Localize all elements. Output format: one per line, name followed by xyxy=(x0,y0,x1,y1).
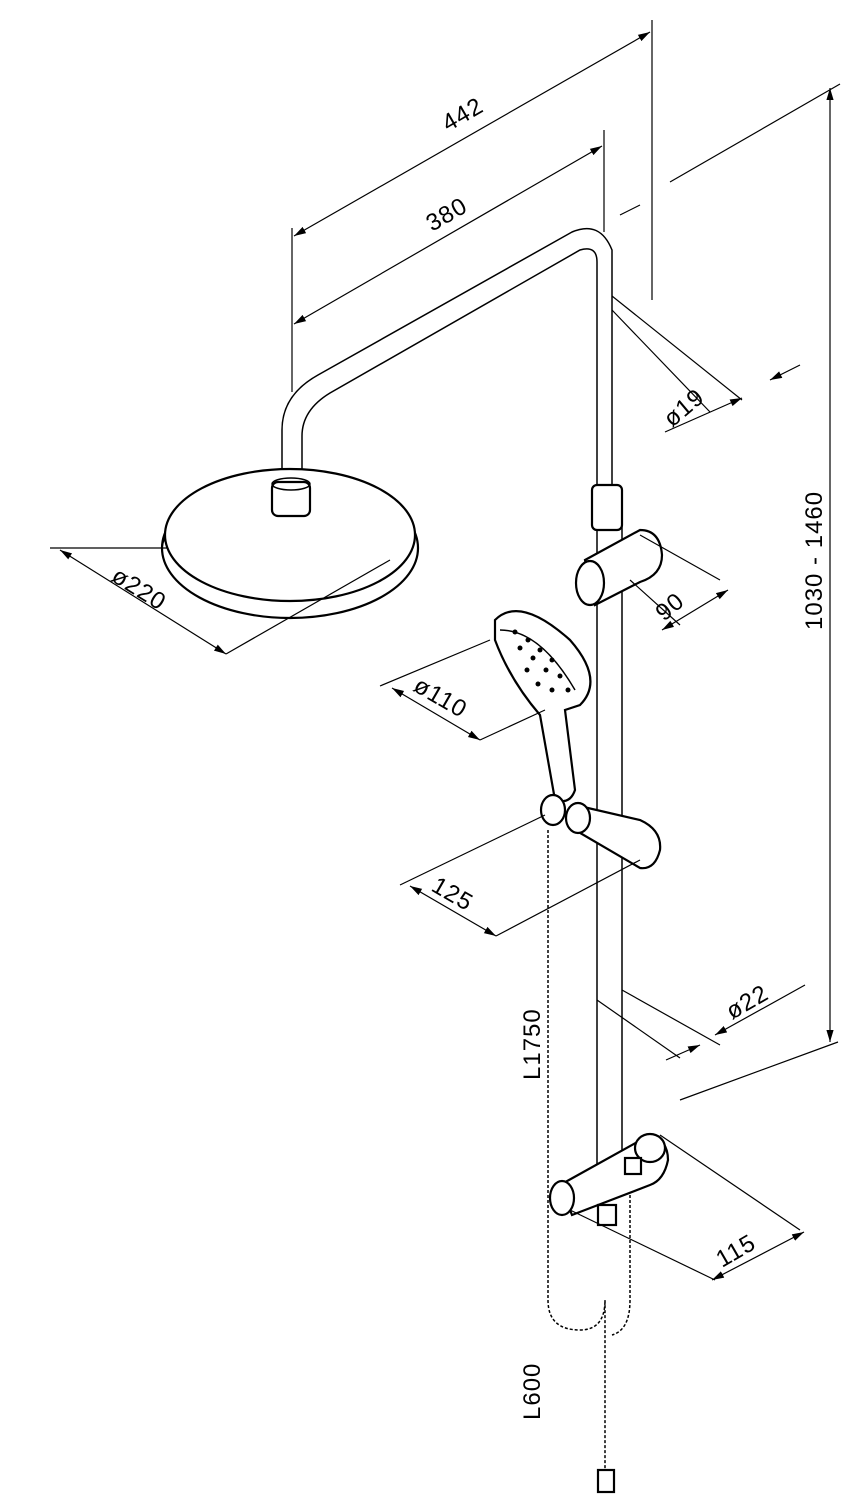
head-shower xyxy=(160,467,420,620)
label-d220: ø220 xyxy=(107,562,171,616)
label-380: 380 xyxy=(422,192,473,237)
label-115: 115 xyxy=(712,1229,761,1273)
dimension-442: 442 xyxy=(291,20,653,392)
label-l600: L600 xyxy=(519,1363,546,1420)
label-l1750: L1750 xyxy=(519,1008,546,1080)
label-height: 1030 - 1460 xyxy=(801,491,828,630)
dimension-height: 1030 - 1460 xyxy=(619,83,841,1101)
upper-holder: 90 xyxy=(574,528,729,631)
shower-arm xyxy=(281,227,613,490)
label-442: 442 xyxy=(438,92,489,137)
label-d22: ø22 xyxy=(722,980,774,1026)
dimension-d19: ø19 xyxy=(611,295,801,433)
label-d19: ø19 xyxy=(659,383,710,432)
hose: L1750 L600 xyxy=(519,830,631,1494)
slider: 125 xyxy=(399,793,662,937)
lower-holder: 115 xyxy=(548,1132,805,1281)
label-d110: ø110 xyxy=(409,672,472,724)
dimension-d22: ø22 xyxy=(596,980,806,1061)
hand-shower xyxy=(493,610,592,803)
label-90: 90 xyxy=(651,587,690,626)
dimension-380: 380 xyxy=(293,130,605,325)
